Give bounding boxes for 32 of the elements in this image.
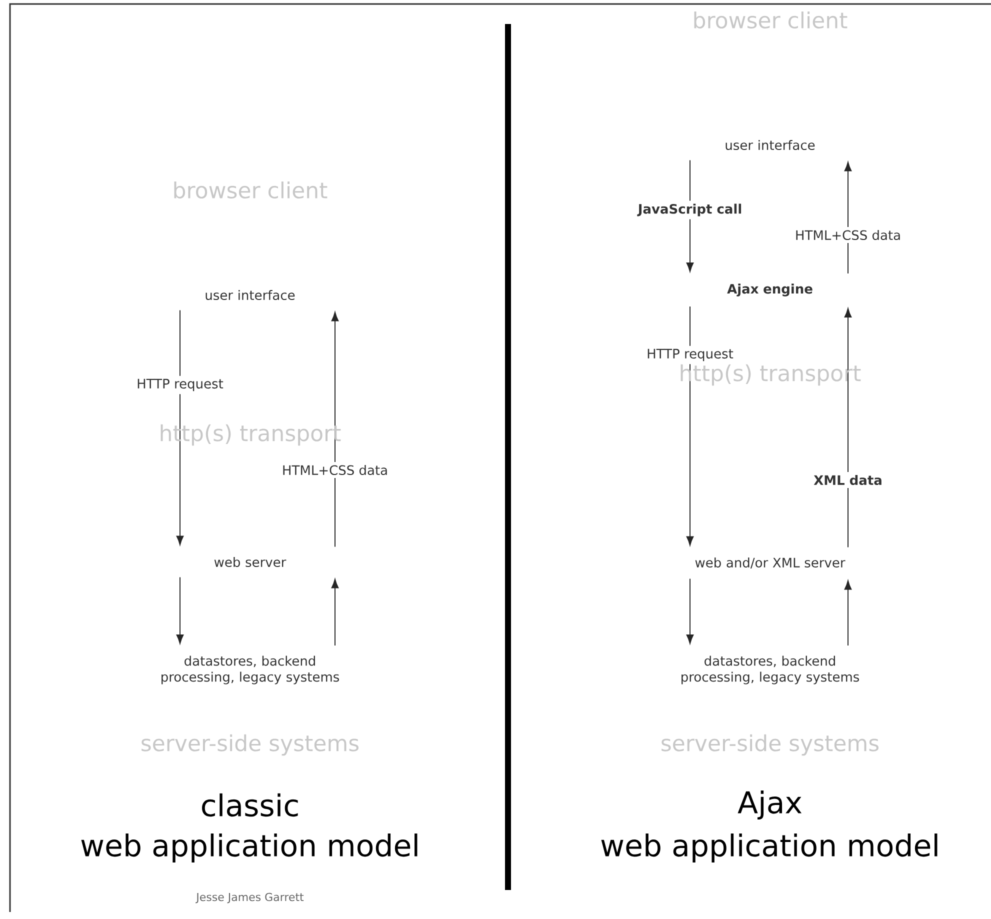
- edge-label: HTTP request: [648, 348, 734, 362]
- model-title: web application model: [81, 834, 418, 863]
- arrow: [844, 580, 852, 646]
- edge-label: HTML+CSS data: [283, 464, 387, 476]
- arrow: [331, 312, 339, 548]
- arrow: [176, 310, 184, 546]
- model-title: web application model: [601, 834, 938, 863]
- arrow: [686, 306, 694, 546]
- node-label: user interface: [726, 140, 815, 150]
- arrow: [176, 576, 184, 644]
- band-label: browser client: [694, 11, 848, 29]
- band-label: server-side systems: [662, 734, 879, 756]
- arrow: [844, 308, 852, 548]
- node-label: web server: [214, 556, 286, 568]
- credit-text: Jesse James Garrett: [196, 892, 304, 904]
- edge-label: XML data: [814, 474, 882, 486]
- edge-label: HTML+CSS data: [796, 230, 900, 240]
- edge-label: HTTP request: [138, 378, 224, 392]
- band-label: server-side systems: [142, 734, 358, 756]
- node-label: Ajax engine: [727, 284, 812, 296]
- model-title: classic: [202, 793, 298, 817]
- band-label: browser client: [174, 182, 328, 199]
- node-label: web and/or XML server: [695, 557, 846, 569]
- node-label: datastores, backend processing, legacy systems: [682, 656, 860, 684]
- arrow: [686, 578, 694, 644]
- model-title: Ajax: [738, 790, 802, 820]
- arrow: [331, 578, 339, 646]
- node-label: datastores, backend processing, legacy systems: [162, 656, 340, 684]
- arrow: [844, 162, 852, 274]
- edge-label: JavaScript call: [637, 204, 742, 216]
- arrow: [686, 160, 694, 272]
- node-label: user interface: [206, 290, 295, 300]
